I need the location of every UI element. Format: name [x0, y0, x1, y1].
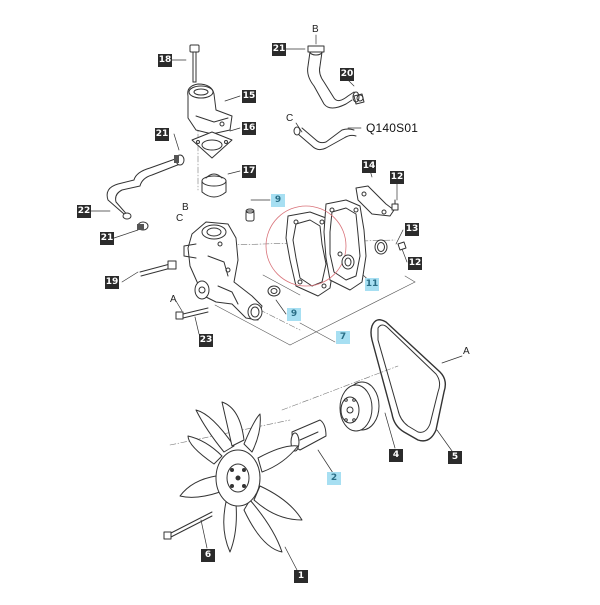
- callout-18[interactable]: 18: [158, 54, 172, 67]
- letter-c-pump: C: [176, 213, 184, 224]
- clamp-part-21-upper: [174, 154, 185, 166]
- bolt-part-18: [189, 44, 200, 83]
- callout-14[interactable]: 14: [362, 160, 376, 173]
- thermostat-housing-part-15: [187, 83, 233, 135]
- callout-16[interactable]: 16: [242, 122, 256, 135]
- callout-20[interactable]: 20: [340, 68, 354, 81]
- bolt-part-12-upper: [391, 199, 399, 211]
- callout-21-lower[interactable]: 21: [100, 232, 114, 245]
- letter-a-pump: A: [170, 294, 177, 305]
- bolt-part-23: [175, 307, 209, 320]
- part-code-label: Q140S01: [366, 121, 419, 135]
- bolt-part-19: [139, 260, 177, 277]
- spacer-part-9-lower: [267, 285, 281, 297]
- belt-part-5: [370, 319, 447, 442]
- callout-7[interactable]: 7: [336, 331, 350, 344]
- pulley-part-4: [339, 381, 380, 432]
- letter-c-top: C: [286, 113, 294, 124]
- gasket-part-16: [191, 131, 233, 159]
- callout-12-upper[interactable]: 12: [390, 171, 404, 184]
- clamp-part-21-lower: [137, 221, 149, 231]
- callout-17[interactable]: 17: [242, 165, 256, 178]
- callout-13[interactable]: 13: [405, 223, 419, 236]
- callout-1[interactable]: 1: [294, 570, 308, 583]
- fan-part-1: [179, 401, 303, 553]
- assembly-bracket: [214, 274, 416, 346]
- callout-12-lower[interactable]: 12: [408, 257, 422, 270]
- callout-9-upper[interactable]: 9: [271, 194, 285, 207]
- callout-2[interactable]: 2: [327, 472, 341, 485]
- callout-21-top[interactable]: 21: [272, 43, 286, 56]
- callout-9-lower[interactable]: 9: [287, 308, 301, 321]
- callout-4[interactable]: 4: [389, 449, 403, 462]
- letter-b-pump: B: [182, 202, 189, 213]
- callout-19[interactable]: 19: [105, 276, 119, 289]
- callout-11[interactable]: 11: [365, 278, 379, 291]
- bypass-hose: [293, 126, 357, 151]
- highlight-circle: [265, 205, 347, 287]
- letter-b-top: B: [312, 24, 319, 35]
- hose-part-22: [106, 157, 181, 220]
- back-plate: [323, 199, 367, 291]
- o-ring-part-13: [374, 239, 388, 255]
- callout-5[interactable]: 5: [448, 451, 462, 464]
- bracket-part-14: [355, 185, 395, 217]
- fitting-top-right: [353, 93, 365, 105]
- clamp-part-21-top: [307, 45, 325, 53]
- seal-part-11: [341, 254, 355, 270]
- callout-22[interactable]: 22: [77, 205, 91, 218]
- callout-23[interactable]: 23: [199, 334, 213, 347]
- water-pump-body: [183, 221, 263, 321]
- water-pump-gasket: [285, 211, 335, 297]
- callout-21-upper[interactable]: 21: [155, 128, 169, 141]
- callout-15[interactable]: 15: [242, 90, 256, 103]
- callout-6[interactable]: 6: [201, 549, 215, 562]
- leader-lines: [90, 34, 463, 571]
- letter-a-belt: A: [463, 346, 470, 357]
- bolt-part-12-lower: [397, 241, 407, 251]
- thermostat-part-17: [201, 173, 227, 198]
- bolt-part-6: [163, 511, 213, 540]
- spacer-part-9-upper: [245, 208, 255, 222]
